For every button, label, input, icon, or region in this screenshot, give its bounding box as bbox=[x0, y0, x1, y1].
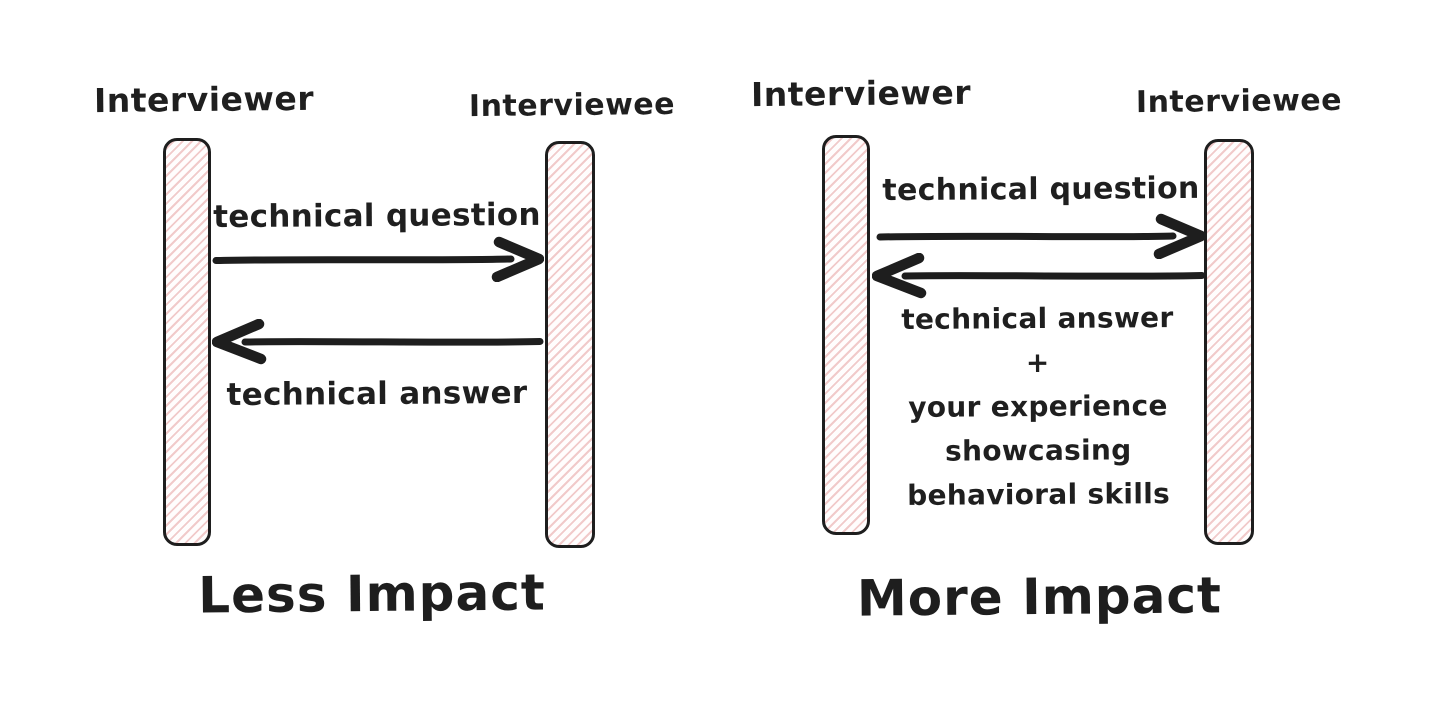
right-panel-caption: More Impact bbox=[856, 566, 1223, 628]
right-interviewee-lifeline-bar bbox=[1204, 139, 1254, 545]
left-panel-caption: Less Impact bbox=[198, 563, 546, 625]
arrow-right-icon bbox=[212, 236, 544, 282]
right-answer-line-3: your experience bbox=[908, 389, 1168, 424]
left-interviewee-label: Interviewee bbox=[468, 86, 676, 125]
right-question-message-label: technical question bbox=[882, 170, 1200, 209]
left-interviewer-label: Interviewer bbox=[93, 78, 315, 121]
left-interviewer-lifeline-bar bbox=[163, 138, 211, 546]
right-answer-line-1: technical answer bbox=[901, 301, 1174, 336]
left-interviewee-lifeline-bar bbox=[545, 141, 595, 548]
right-answer-message-block: technical answer + your experience showc… bbox=[867, 296, 1209, 518]
arrow-left-icon bbox=[212, 319, 544, 365]
plus-sign: + bbox=[1025, 345, 1050, 380]
right-answer-line-4: showcasing bbox=[944, 433, 1132, 468]
left-question-message-label: technical question bbox=[213, 196, 541, 236]
right-answer-line-5: behavioral skills bbox=[907, 477, 1171, 512]
arrow-right-icon bbox=[876, 213, 1206, 259]
right-interviewee-label: Interviewee bbox=[1135, 82, 1343, 121]
right-interviewer-lifeline-bar bbox=[822, 135, 870, 535]
arrow-left-icon bbox=[872, 253, 1206, 299]
right-interviewer-label: Interviewer bbox=[750, 72, 972, 115]
left-answer-message-label: technical answer bbox=[226, 374, 528, 414]
